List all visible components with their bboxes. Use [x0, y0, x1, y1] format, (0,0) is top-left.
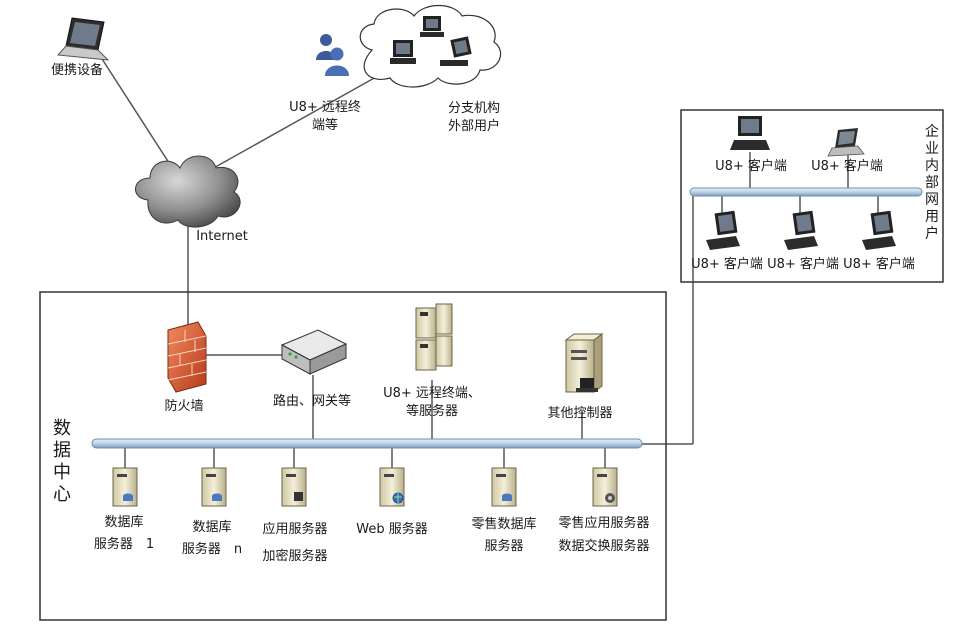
branch-label-line2: 外部用户: [447, 119, 500, 134]
branch-cloud-icon: [359, 4, 502, 88]
branch-computer-icon-3: [440, 36, 472, 66]
other-controller-label: 其他控制器: [547, 406, 613, 421]
client-laptop-icon-2: [827, 128, 865, 157]
client-computer-icon-1: [730, 116, 770, 150]
remote-server-label-line1: U8+ 远程终端、: [383, 386, 481, 401]
client-computer-icon-3: [706, 210, 740, 250]
retail-app-server-icon: [592, 467, 618, 507]
firewall-label: 防火墙: [164, 399, 204, 414]
intranet-bus: [689, 187, 923, 197]
link-mobile-internet: [94, 47, 181, 181]
internet-cloud-icon: [135, 155, 241, 228]
client-label-5: U8+ 客户端: [843, 257, 915, 272]
client-label-3: U8+ 客户端: [691, 257, 763, 272]
app-server-label-line2: 加密服务器: [262, 549, 328, 564]
client-label-4: U8+ 客户端: [767, 257, 839, 272]
firewall-icon: [167, 321, 207, 393]
router-icon: [280, 329, 348, 375]
laptop-icon: [56, 17, 110, 61]
internet-label: Internet: [196, 229, 248, 244]
db-server-n-label-line2: 服务器 n: [181, 542, 243, 557]
datacenter-box: [39, 291, 667, 621]
branch-computer-icon-1: [390, 40, 416, 64]
remote-server-label-line2: 等服务器: [405, 404, 458, 419]
branch-label-line1: 分支机构: [447, 101, 500, 116]
db-server-n-label-line1: 数据库: [192, 520, 232, 535]
web-server-label: Web 服务器: [356, 522, 428, 537]
intranet-box: [680, 109, 944, 283]
db-server-1-label-line1: 数据库: [104, 515, 144, 530]
link-internet-branch: [209, 71, 386, 171]
app-server-icon: [281, 467, 307, 507]
client-label-2: U8+ 客户端: [811, 159, 883, 174]
client-computer-icon-5: [862, 210, 896, 250]
router-label: 路由、网关等: [272, 394, 351, 409]
intranet-label: 企业内部网用户: [925, 124, 939, 242]
server-rack-icon: [415, 303, 453, 371]
retail-db-label-line2: 服务器: [484, 539, 524, 554]
db-server-n-icon: [201, 467, 227, 507]
controller-server-icon: [564, 333, 604, 393]
branch-computer-icon-2: [420, 16, 444, 37]
db-server-1-icon: [112, 467, 138, 507]
client-computer-icon-4: [784, 210, 818, 250]
remote-terminals-label-line2: 端等: [311, 118, 338, 133]
datacenter-label: 数据中心: [53, 418, 71, 505]
retail-db-server-icon: [491, 467, 517, 507]
retail-app-label-line1: 零售应用服务器: [558, 516, 650, 531]
users-icon: [316, 34, 349, 76]
client-label-1: U8+ 客户端: [715, 159, 787, 174]
app-server-label-line1: 应用服务器: [262, 522, 328, 537]
web-server-icon: [379, 467, 405, 507]
mobile-device-label: 便携设备: [50, 63, 103, 78]
db-server-1-label-line2: 服务器 1: [93, 537, 155, 552]
retail-db-label-line1: 零售数据库: [471, 517, 537, 532]
remote-terminals-label-line1: U8+ 远程终: [289, 100, 361, 115]
connection-lines: [94, 47, 879, 468]
datacenter-bus: [91, 438, 643, 449]
retail-app-label-line2: 数据交换服务器: [558, 539, 650, 554]
